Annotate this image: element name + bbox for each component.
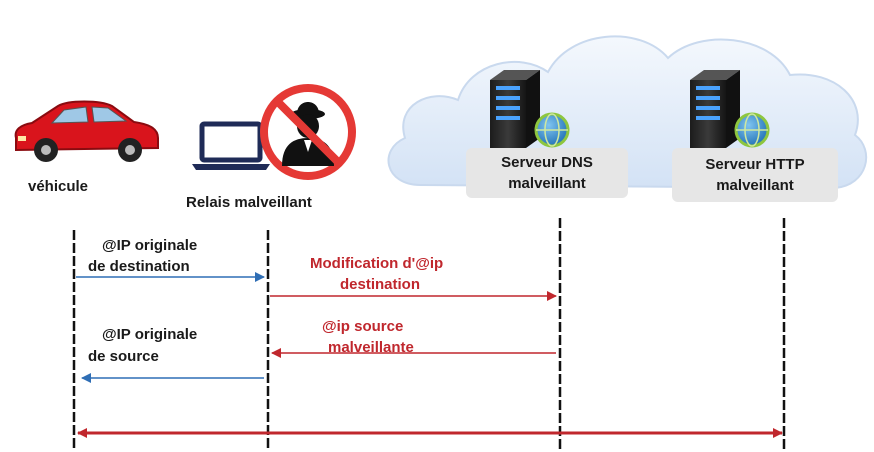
message-3-line2: malveillante bbox=[328, 339, 414, 356]
dns-server-label-line2: malveillant bbox=[508, 175, 586, 192]
message-2-line1: Modification d'@ip bbox=[310, 255, 444, 272]
vehicle-label: véhicule bbox=[28, 178, 89, 195]
message-1-line1: @IP originale bbox=[102, 237, 198, 254]
prohibited-spy-icon bbox=[260, 84, 356, 180]
laptop-icon bbox=[192, 121, 270, 170]
dns-server-label-line1: Serveur DNS bbox=[501, 154, 593, 171]
message-4-line1: @IP originale bbox=[102, 326, 198, 343]
message-2-line2: destination bbox=[340, 276, 421, 293]
http-server-icon bbox=[690, 70, 770, 148]
http-server-label-line2: malveillant bbox=[716, 177, 794, 194]
message-4-line2: de source bbox=[88, 348, 159, 365]
message-3-line1: @ip source bbox=[322, 318, 404, 335]
car-icon bbox=[14, 100, 159, 162]
dns-server-icon bbox=[490, 70, 570, 148]
http-server-label-box: Serveur HTTP malveillant bbox=[672, 148, 838, 202]
relay-label: Relais malveillant bbox=[186, 194, 312, 211]
message-1-line2: de destination bbox=[88, 258, 190, 275]
dns-server-label-box: Serveur DNS malveillant bbox=[466, 148, 628, 198]
http-server-label-line1: Serveur HTTP bbox=[705, 156, 805, 173]
